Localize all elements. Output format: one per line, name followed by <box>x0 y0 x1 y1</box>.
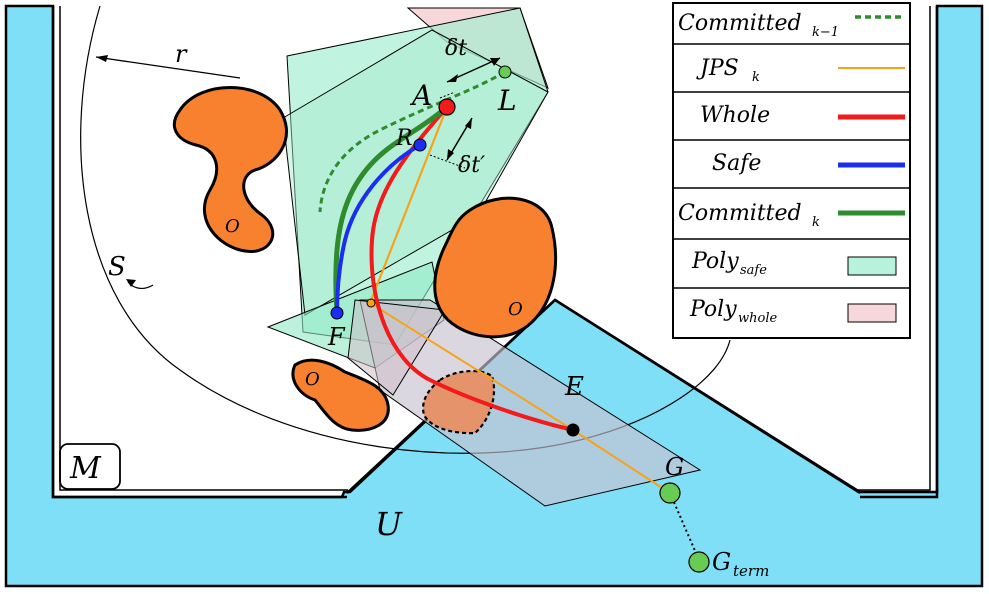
delta-t-prime-arrowhead-2 <box>465 118 472 129</box>
committed-trajectory <box>333 105 449 314</box>
delta-t-prime-label: δt′ <box>458 153 485 178</box>
map-label: M <box>69 451 102 486</box>
legend-sub-1: k−1 <box>812 25 839 40</box>
point-G-label: G <box>665 453 684 481</box>
delta-t-arrowhead-1 <box>447 74 458 82</box>
point-G-marker <box>659 482 681 504</box>
whole-trajectory <box>369 105 574 432</box>
legend-frame <box>672 2 911 339</box>
legend-swatch-poly-whole <box>847 303 897 323</box>
obstacle-2 <box>433 196 558 339</box>
radius-arrowhead <box>96 55 108 62</box>
legend-label-1: Committed <box>678 11 802 36</box>
goal-connector <box>669 492 700 561</box>
point-E-label: E <box>564 372 584 402</box>
legend-label-2: JPS <box>696 56 739 81</box>
map-boundary <box>51 6 939 499</box>
point-R-label: R <box>395 126 413 151</box>
point-F-label: F <box>327 323 346 351</box>
point-F-marker <box>330 306 344 320</box>
safe-trajectory <box>335 143 421 314</box>
obstacle-label-1: O <box>225 216 240 237</box>
point-R-marker <box>413 138 427 152</box>
legend-sub-5: k <box>812 215 820 230</box>
point-E-marker <box>566 423 580 437</box>
point-Gterm-label: G <box>712 548 731 576</box>
unknown-frontier <box>346 298 861 495</box>
sensing-arrowhead <box>126 279 136 287</box>
legend-label-6: Poly <box>691 249 739 274</box>
legend-sub-2: k <box>752 70 760 85</box>
delta-t-arrowhead-2 <box>490 58 500 66</box>
delta-t-prime-arrowhead-1 <box>447 149 454 160</box>
jps-point <box>366 298 376 308</box>
obstacle-label-3: O <box>305 369 320 390</box>
legend-swatch-poly-safe <box>847 256 897 276</box>
delta-t-label: δt <box>445 36 467 61</box>
legend-label-5: Committed <box>678 201 802 226</box>
radius-arrow <box>95 56 241 79</box>
map-label-box <box>59 443 121 490</box>
legend-label-7: Poly <box>689 297 737 322</box>
legend-sub-7: whole <box>738 311 777 326</box>
obstacle-1 <box>173 86 288 253</box>
jps-path-branch <box>369 106 448 304</box>
obstacle-3 <box>291 358 390 432</box>
radius-label: r <box>175 40 188 68</box>
legend-sub-6: safe <box>740 263 767 278</box>
legend-label-3: Whole <box>700 103 770 128</box>
sensing-region-arc <box>80 5 731 454</box>
delta-t-tick <box>439 91 456 99</box>
point-A-label: A <box>409 79 432 112</box>
point-Gterm-sub: term <box>733 562 769 580</box>
committed-prev-trajectory <box>318 70 506 213</box>
map-boundary-inner <box>59 6 931 491</box>
legend: Committed k−1 JPS k Whole Safe Committed… <box>672 2 911 339</box>
sensing-label: S <box>108 252 126 282</box>
unknown-label: U <box>375 505 403 543</box>
point-Gterm-marker <box>688 551 710 573</box>
legend-label-4: Safe <box>712 151 761 176</box>
point-L-marker <box>498 65 512 79</box>
point-L-label: L <box>497 84 517 117</box>
point-A-marker <box>438 98 456 116</box>
obstacle-label-2: O <box>508 299 523 320</box>
